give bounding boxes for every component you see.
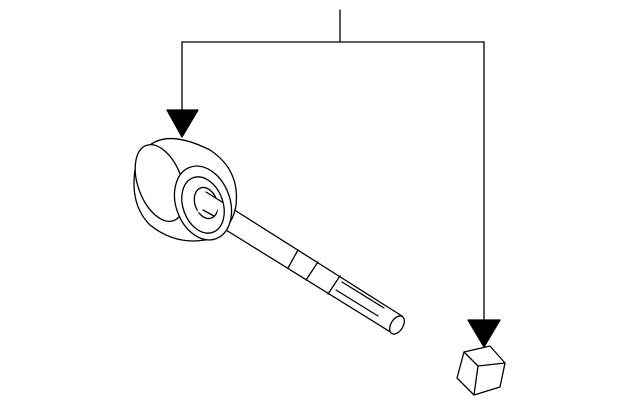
hex-nut-icon (456, 345, 506, 396)
shaft-groove (327, 275, 341, 295)
nut-part[interactable] (456, 345, 506, 396)
callout-leader-lines (166, 9, 501, 348)
arrow-down-icon (166, 109, 199, 138)
shaft-edge (205, 191, 223, 203)
shaft-spline (341, 281, 385, 309)
shaft-groove (287, 249, 299, 269)
shaft-spline (335, 289, 379, 317)
nut-face-edge (473, 365, 479, 396)
arrow-down-icon (467, 319, 501, 348)
axle-shaft-part[interactable] (126, 137, 408, 337)
shaft-edge (202, 209, 215, 217)
shaft-groove (305, 261, 319, 281)
shaft-tip (389, 315, 405, 335)
